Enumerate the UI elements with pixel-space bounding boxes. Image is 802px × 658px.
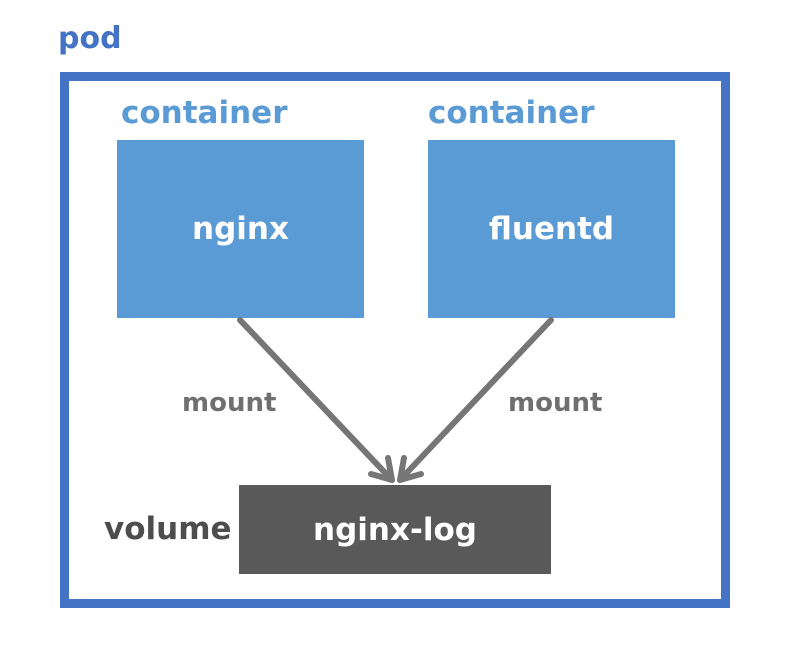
mount-arrow-nginx-head <box>368 455 395 483</box>
volume-label: volume <box>104 511 232 547</box>
mount-arrow-fluentd <box>397 317 554 483</box>
container-label-fluentd: container <box>428 95 595 131</box>
container-fluentd: fluentd <box>428 140 675 318</box>
volume-nginx-log: nginx-log <box>239 485 551 574</box>
mount-label-fluentd: mount <box>508 388 603 418</box>
mount-label-nginx: mount <box>182 388 277 418</box>
mount-arrow-fluentd-head <box>397 455 424 483</box>
container-fluentd-name: fluentd <box>488 211 615 247</box>
container-nginx-name: nginx <box>192 211 289 247</box>
mount-arrow-nginx <box>237 317 395 483</box>
container-nginx: nginx <box>117 140 364 318</box>
container-label-nginx: container <box>121 95 288 131</box>
volume-name: nginx-log <box>313 511 477 548</box>
pod-label: pod <box>58 21 122 56</box>
